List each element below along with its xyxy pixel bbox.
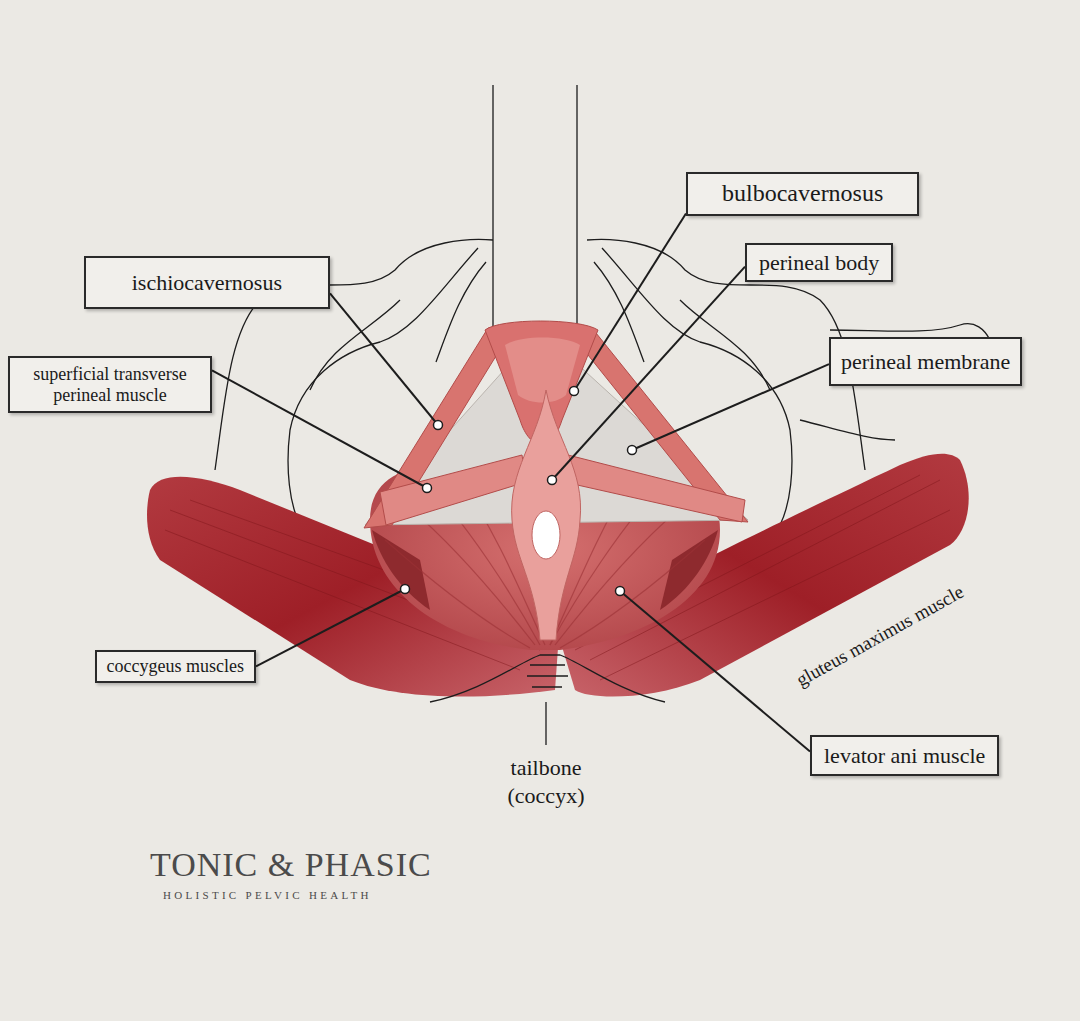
pelvis-sketch — [215, 85, 990, 525]
label-text: bulbocavernosus — [722, 180, 883, 208]
leader-line — [552, 267, 745, 480]
leader-dot — [423, 484, 432, 493]
label-text: ischiocavernosus — [132, 270, 282, 295]
logo-name: TONIC & PHASIC — [150, 846, 440, 884]
label-box: superficial transverse perineal muscle — [8, 356, 212, 413]
logo-tagline: HOLISTIC PELVIC HEALTH — [163, 889, 453, 901]
label-text: coccygeus muscles — [107, 656, 244, 677]
leader-dot — [570, 387, 579, 396]
part-label: tailbone (coccyx) — [491, 754, 601, 809]
label-box: perineal membrane — [829, 337, 1022, 386]
leader-line — [620, 591, 810, 752]
leader-dot — [616, 587, 625, 596]
leader-dot — [548, 476, 557, 485]
label-text: perineal membrane — [841, 349, 1010, 374]
leader-dot — [434, 421, 443, 430]
coccyx-sketch — [430, 655, 665, 745]
leader-dot — [401, 585, 410, 594]
transverse-right — [564, 455, 745, 522]
leader-line — [632, 364, 829, 450]
label-text: superficial transverse perineal muscle — [16, 364, 204, 405]
label-box: levator ani muscle — [810, 735, 999, 776]
leader-line — [330, 293, 438, 425]
label-box: ischiocavernosus — [84, 256, 330, 309]
label-box: coccygeus muscles — [95, 650, 256, 683]
leader-line — [574, 213, 686, 391]
leader-dot — [628, 446, 637, 455]
label-text: levator ani muscle — [824, 743, 985, 768]
label-box: bulbocavernosus — [686, 172, 919, 216]
transverse-left — [380, 455, 526, 525]
perineal-body-shape — [512, 390, 581, 640]
label-text: perineal body — [759, 250, 879, 275]
leader-line — [256, 589, 405, 666]
label-box: perineal body — [745, 243, 893, 282]
leader-line — [212, 370, 427, 488]
